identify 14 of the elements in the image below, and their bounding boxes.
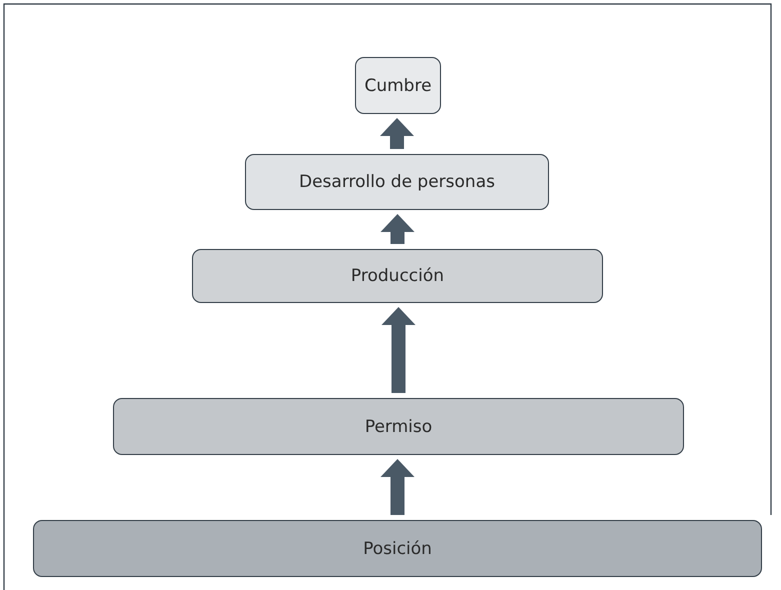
- level-label: Producción: [350, 266, 444, 286]
- level-label: Posición: [363, 538, 432, 558]
- level-box: [113, 398, 684, 455]
- level-box: [192, 249, 603, 303]
- level-box: [33, 520, 762, 577]
- level-label: Permiso: [364, 416, 432, 436]
- block-arrow: [382, 306, 416, 393]
- block-arrow: [380, 118, 414, 149]
- block-arrow: [380, 458, 414, 515]
- level-label: Cumbre: [364, 76, 432, 96]
- level-box: [355, 57, 441, 114]
- level-label: Desarrollo de personas: [299, 172, 495, 192]
- level-box: [245, 154, 549, 210]
- block-arrow: [380, 214, 414, 244]
